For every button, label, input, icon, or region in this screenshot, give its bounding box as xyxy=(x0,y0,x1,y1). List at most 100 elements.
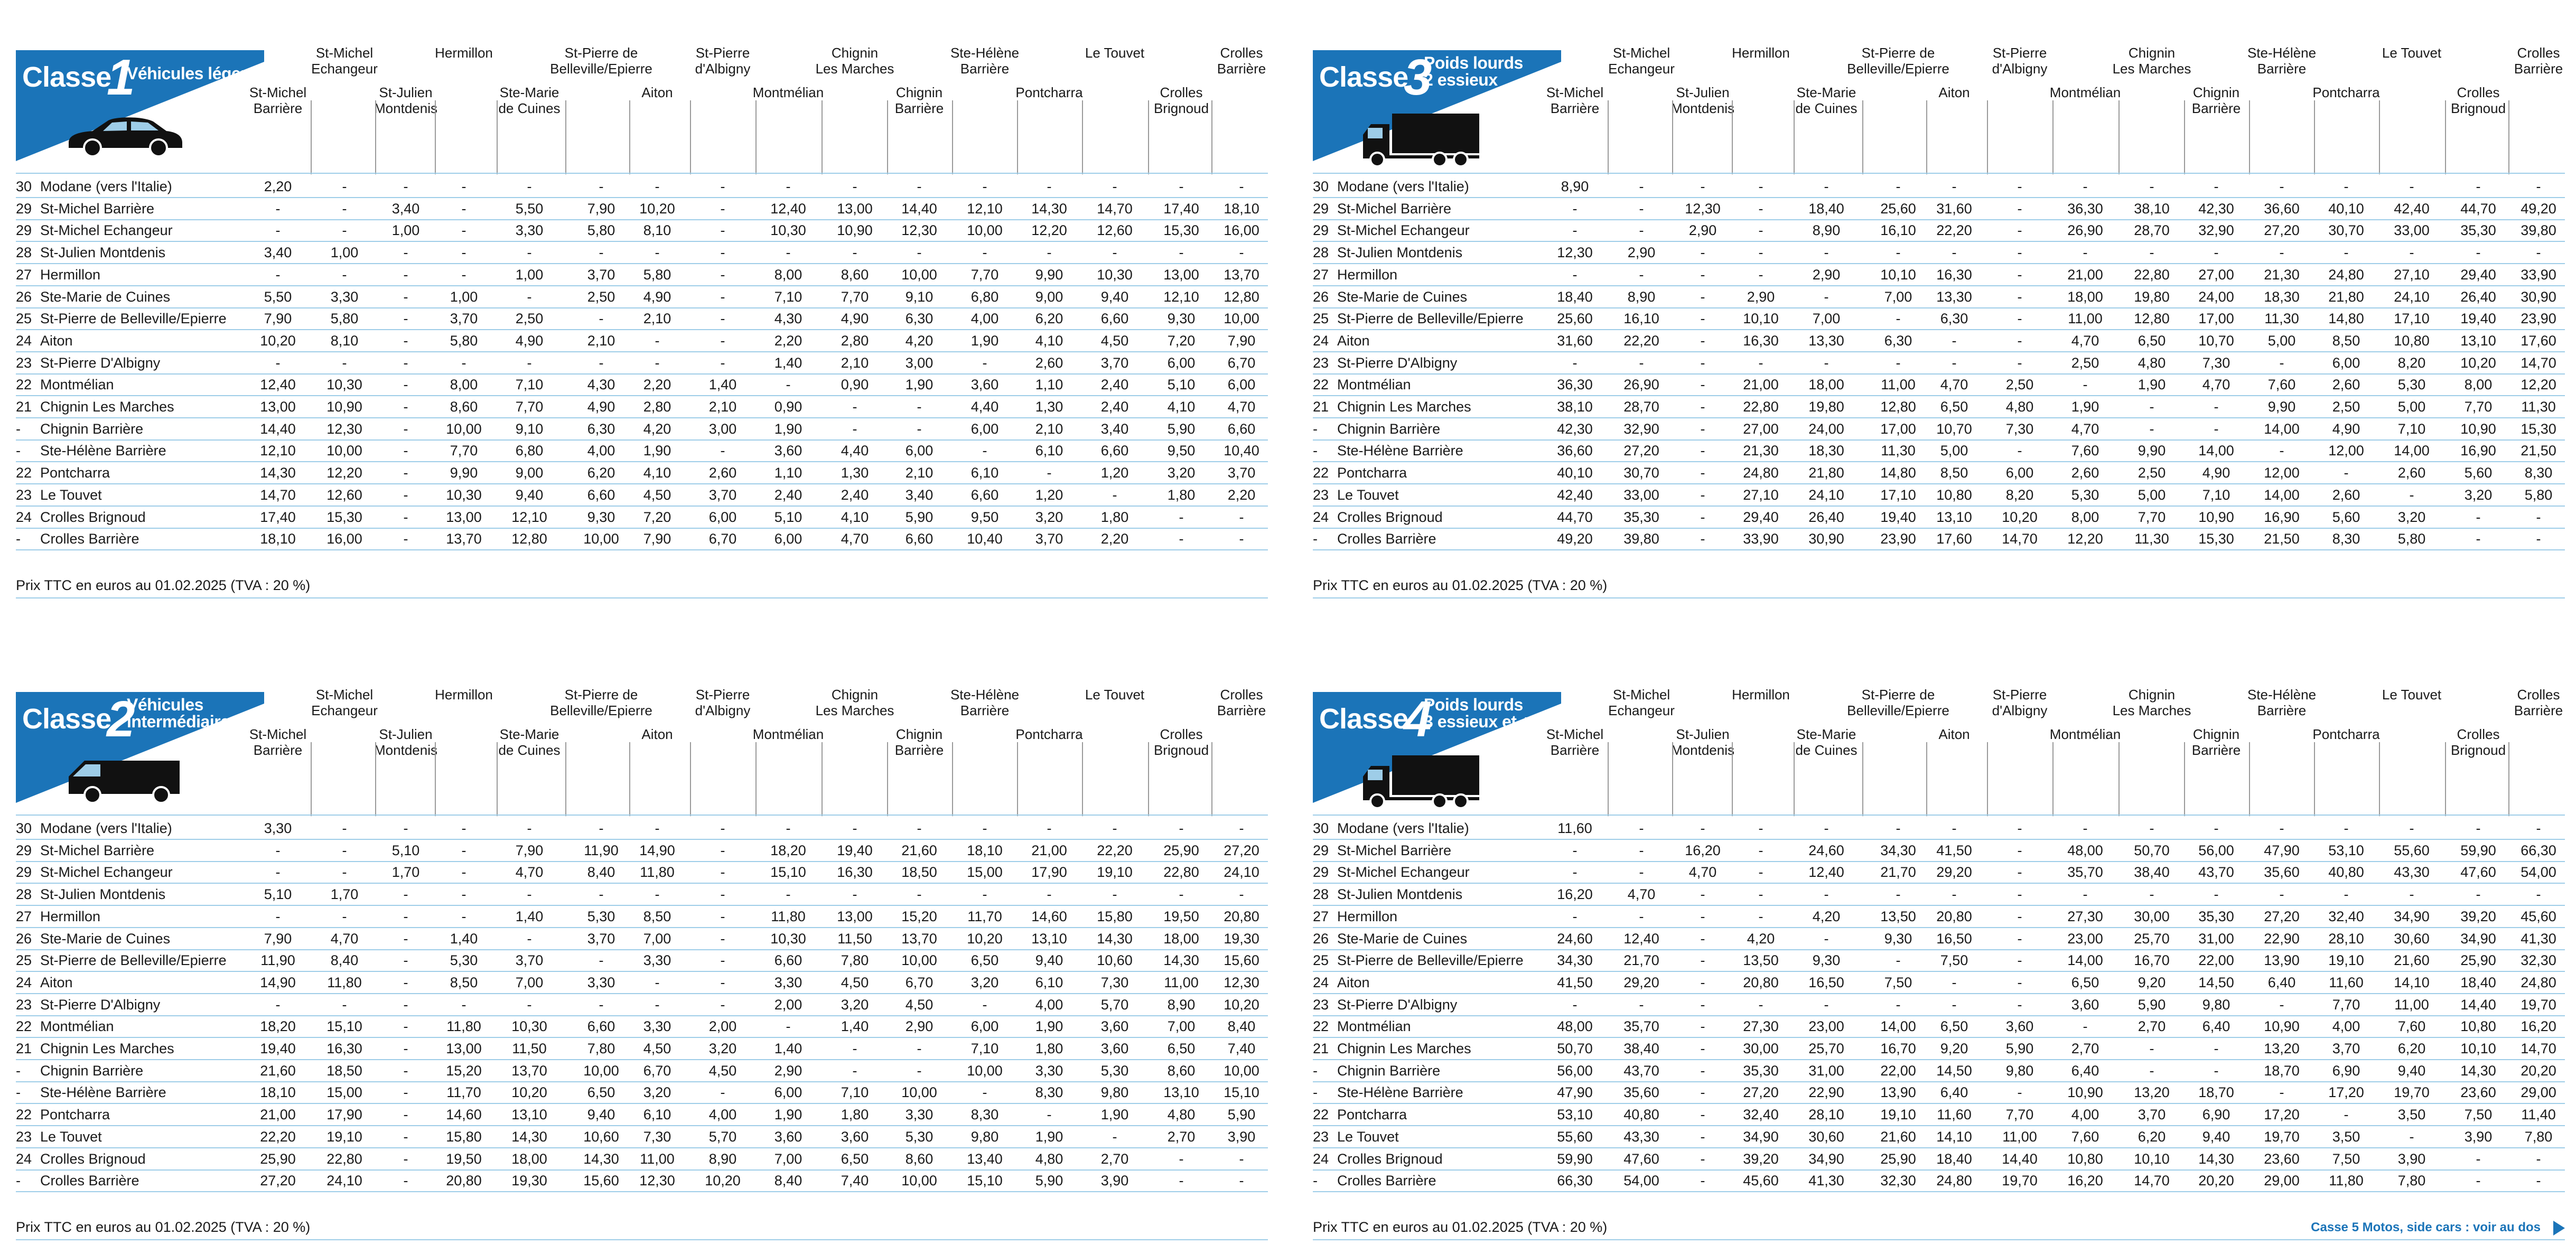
price-cell: 19,10 xyxy=(2328,952,2364,969)
price-cell: 29,40 xyxy=(1743,509,1779,525)
price-footnote: Prix TTC en euros au 01.02.2025 (TVA : 2… xyxy=(1313,1219,1608,1235)
row-rule xyxy=(16,197,1268,198)
price-cell: 7,70 xyxy=(2005,1107,2034,1123)
price-cell: 2,60 xyxy=(1035,354,1063,371)
price-cell: - xyxy=(527,354,532,371)
price-cell: 9,80 xyxy=(970,1128,999,1145)
price-cell: - xyxy=(1700,1041,1705,1056)
column-separator xyxy=(1672,742,1673,816)
price-cell: - xyxy=(917,420,922,437)
price-cell: - xyxy=(275,354,281,371)
price-cell: 15,00 xyxy=(326,1084,362,1101)
price-cell: 6,20 xyxy=(1035,311,1063,327)
price-cell: 21,70 xyxy=(1623,952,1659,969)
price-cell: 10,00 xyxy=(326,443,362,459)
exit-name: St-Pierre D'Albigny xyxy=(1337,996,1458,1013)
price-cell: - xyxy=(1896,311,1901,327)
price-cell: - xyxy=(2476,820,2481,836)
price-cell: 5,10 xyxy=(1167,377,1196,393)
price-cell: 7,70 xyxy=(841,288,869,305)
price-cell: 30,60 xyxy=(2394,930,2430,947)
price-cell: 7,00 xyxy=(774,1150,802,1167)
price-cell: - xyxy=(1700,1150,1705,1167)
price-cell: 43,30 xyxy=(2394,864,2430,881)
column-separator xyxy=(1017,742,1018,816)
exit-name: Ste-Hélène Barrière xyxy=(40,443,166,459)
exit-number: 23 xyxy=(16,354,32,371)
price-cell: 2,20 xyxy=(643,377,671,393)
price-cell: - xyxy=(599,179,604,194)
column-separator xyxy=(690,742,691,816)
column-separator xyxy=(1862,742,1863,816)
column-header: Ste-Hélène Barrière xyxy=(2247,45,2317,77)
price-cell: 35,60 xyxy=(1623,1084,1659,1101)
price-cell: 14,80 xyxy=(1880,465,1916,481)
price-cell: - xyxy=(2476,1150,2481,1167)
price-cell: - xyxy=(461,842,466,858)
price-cell: 10,70 xyxy=(1936,420,1972,437)
price-cell: - xyxy=(1639,222,1644,239)
row-rule xyxy=(1313,971,2565,972)
price-cell: 4,40 xyxy=(970,399,999,415)
price-cell: 13,10 xyxy=(1163,1084,1199,1101)
price-cell: 24,10 xyxy=(1224,864,1259,881)
column-separator xyxy=(1794,742,1795,816)
price-cell: 18,40 xyxy=(1557,288,1593,305)
price-cell: 14,30 xyxy=(2460,1062,2496,1079)
price-cell: - xyxy=(1572,222,1578,239)
price-cell: 48,00 xyxy=(2067,842,2103,858)
price-cell: 2,80 xyxy=(841,332,869,349)
price-cell: 26,90 xyxy=(1623,377,1659,393)
column-header: Ste-Hélène Barrière xyxy=(950,45,1020,77)
price-cell: - xyxy=(461,179,466,194)
price-cell: - xyxy=(2017,354,2022,371)
price-cell: - xyxy=(1896,886,1901,903)
price-cell: 13,30 xyxy=(1808,332,1844,349)
row-rule xyxy=(1313,197,2565,198)
price-cell: 21,30 xyxy=(2264,266,2300,283)
price-cell: - xyxy=(2409,179,2414,194)
column-header: St-Pierre d'Albigny xyxy=(695,45,751,77)
price-cell: 5,00 xyxy=(2397,399,2426,415)
price-cell: 17,10 xyxy=(1880,486,1916,503)
price-cell: - xyxy=(917,179,922,194)
price-cell: 19,40 xyxy=(837,842,873,858)
row-rule xyxy=(16,927,1268,928)
price-cell: 41,50 xyxy=(1936,842,1972,858)
price-cell: 5,80 xyxy=(330,311,359,327)
price-cell: 3,90 xyxy=(1227,1128,1256,1145)
exit-name: Montmélian xyxy=(1337,1018,1411,1035)
price-cell: 45,60 xyxy=(2521,908,2556,924)
price-cell: 3,70 xyxy=(1035,531,1063,547)
exit-name: Chignin Barrière xyxy=(1337,420,1441,437)
price-cell: 4,90 xyxy=(841,311,869,327)
price-cell: 15,10 xyxy=(1224,1084,1259,1101)
price-cell: 11,50 xyxy=(837,930,872,947)
column-header: St-Pierre de Belleville/Epierre xyxy=(1847,45,1949,77)
price-cell: 30,90 xyxy=(2521,288,2556,305)
exit-number: - xyxy=(1313,443,1318,459)
column-header: Crolles Barrière xyxy=(1217,687,1266,718)
price-cell: 7,20 xyxy=(643,509,671,525)
price-cell: - xyxy=(403,443,408,459)
price-cell: - xyxy=(2476,1173,2481,1189)
price-cell: - xyxy=(720,245,725,261)
price-cell: - xyxy=(2476,531,2481,547)
price-cell: 2,20 xyxy=(774,332,802,349)
exit-number: - xyxy=(16,1084,21,1101)
price-cell: 28,70 xyxy=(2134,222,2170,239)
price-cell: 8,30 xyxy=(970,1107,999,1123)
price-cell: - xyxy=(2017,288,2022,305)
column-header: Chignin Les Marches xyxy=(815,45,894,77)
price-cell: 14,60 xyxy=(1031,908,1067,924)
price-cell: 6,60 xyxy=(1100,443,1129,459)
price-cell: - xyxy=(1112,886,1117,903)
price-cell: 15,30 xyxy=(2198,531,2234,547)
price-cell: - xyxy=(275,200,281,217)
price-cell: 8,40 xyxy=(774,1173,802,1189)
price-cell: 7,20 xyxy=(1167,332,1196,349)
price-cell: 4,90 xyxy=(515,332,544,349)
price-cell: - xyxy=(403,1018,408,1035)
